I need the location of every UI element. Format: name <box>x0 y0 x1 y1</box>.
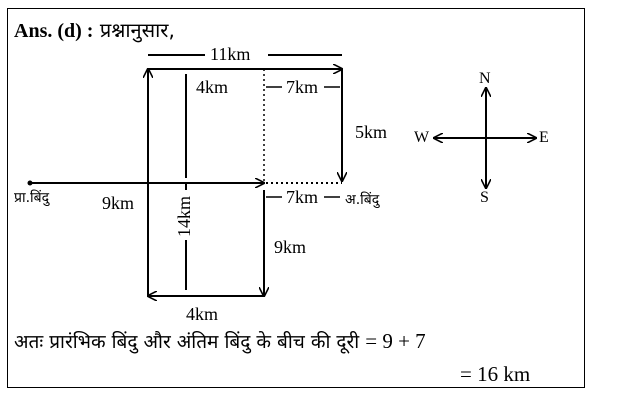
label-top-11km: 11km <box>210 44 251 64</box>
label-inner-4km: 4km <box>196 77 229 97</box>
label-left-9km: 9km <box>102 193 135 213</box>
compass <box>434 88 536 188</box>
conclusion-equation-2: = 16 km <box>460 362 531 386</box>
label-top-7km: 7km <box>286 77 319 97</box>
label-bottom-4km: 4km <box>186 304 219 324</box>
compass-e-label: E <box>539 129 549 146</box>
conclusion-text: अतः प्रारंभिक बिंदु और अंतिम बिंदु के बी… <box>14 331 360 353</box>
label-lower-9km: 9km <box>274 237 307 257</box>
label-vertical-14km: 14km <box>174 195 195 238</box>
conclusion-line: अतः प्रारंभिक बिंदु और अंतिम बिंदु के बी… <box>14 328 426 354</box>
label-right-5km: 5km <box>355 122 388 142</box>
heading-text: प्रश्नानुसार, <box>99 18 175 42</box>
label-start-point: प्रा.बिंदु <box>14 190 50 206</box>
label-end-point: अ.बिंदु <box>345 192 380 208</box>
compass-n-label: N <box>479 70 491 87</box>
label-mid-7km: 7km <box>286 187 319 207</box>
answer-frame <box>7 8 585 388</box>
compass-s-label: S <box>480 189 489 206</box>
compass-w-label: W <box>414 129 430 146</box>
answer-label: Ans. (d) : <box>14 20 94 42</box>
conclusion-equation-1: = 9 + 7 <box>365 329 426 353</box>
answer-heading: Ans. (d) : प्रश्नानुसार, <box>14 16 175 43</box>
